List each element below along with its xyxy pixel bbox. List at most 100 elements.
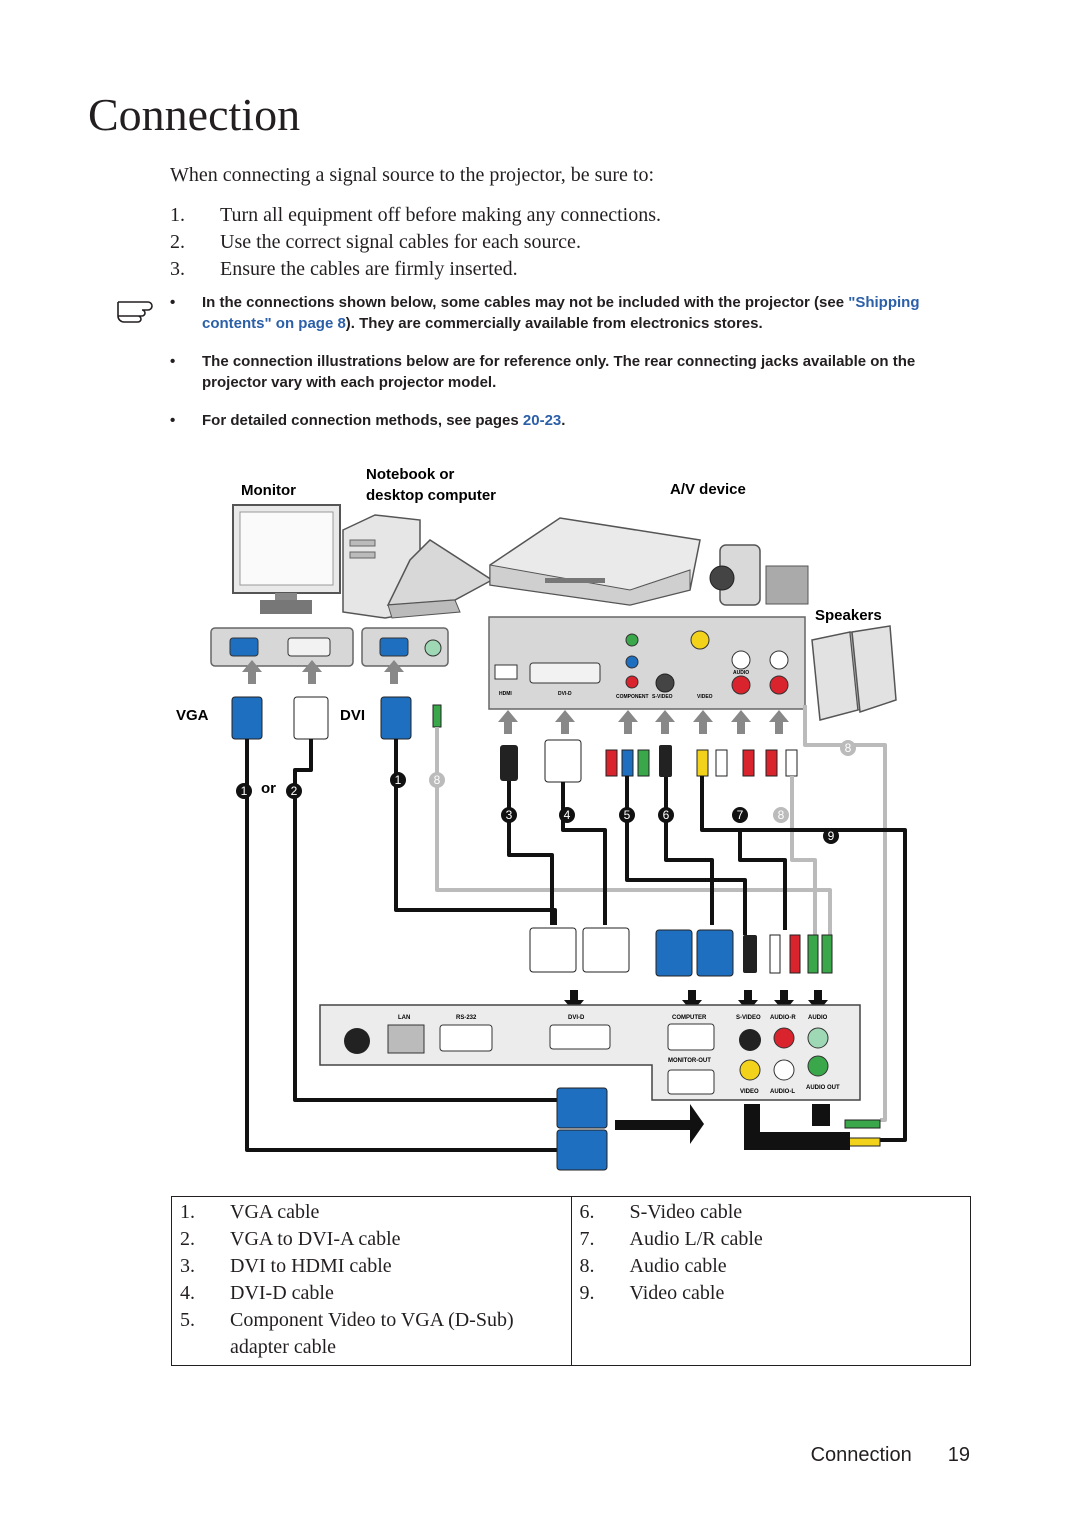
note-item: •The connection illustrations below are … <box>170 353 916 391</box>
cable-number: 6. <box>579 1201 595 1223</box>
proj-video-label: VIDEO <box>740 1089 759 1095</box>
note-text: . <box>561 412 566 429</box>
arrows-up <box>242 660 789 734</box>
top-plugs <box>231 696 798 783</box>
shipping-contents-link[interactable]: "Shipping contents" on page 8 <box>202 294 920 332</box>
cable-item: 9. Video cable <box>580 1280 971 1307</box>
page-number: 19 <box>947 1444 970 1466</box>
computer-illustration <box>342 514 494 619</box>
page-footer: Connection 19 <box>811 1444 970 1467</box>
marker-7: 7 <box>737 808 744 822</box>
step-number: 2. <box>170 231 185 253</box>
cable-item: 3. DVI to HDMI cable <box>180 1253 571 1280</box>
proj-computer-label: COMPUTER <box>672 1015 707 1021</box>
marker-4: 4 <box>564 808 571 822</box>
cable-number: 5. <box>180 1309 195 1331</box>
av-ports-panel: HDMI DVI-D COMPONENT S-VIDEO VIDEO AUDIO <box>488 616 806 710</box>
av-device-label: A/V device <box>670 481 746 498</box>
marker-1: 1 <box>395 773 402 787</box>
note-text: For detailed connection methods, see pag… <box>202 412 523 429</box>
av-port-component-label: COMPONENT <box>616 694 649 700</box>
cable-item: 7. Audio L/R cable <box>580 1226 971 1253</box>
step-text: Turn all equipment off before making any… <box>220 204 662 226</box>
cable-number: 9. <box>579 1282 595 1304</box>
vga-label: VGA <box>176 707 209 724</box>
computer-ports <box>210 627 449 667</box>
notes-list: •In the connections shown below, some ca… <box>170 292 970 448</box>
marker-1: 1 <box>241 784 248 798</box>
cable-name: Audio L/R cable <box>629 1228 763 1250</box>
cable-item: 2. VGA to DVI-A cable <box>180 1226 571 1253</box>
proj-audioout-label: AUDIO OUT <box>806 1085 840 1091</box>
step-number: 1. <box>170 204 185 226</box>
cable-item: 1. VGA cable <box>180 1199 571 1226</box>
speakers-illustration <box>811 625 897 721</box>
step-number: 3. <box>170 258 185 280</box>
intro-text: When connecting a signal source to the p… <box>170 164 655 186</box>
proj-lan-label: LAN <box>398 1015 410 1021</box>
marker-8: 8 <box>434 773 441 787</box>
cable-number: 8. <box>579 1255 595 1277</box>
monitor-illustration <box>232 504 341 614</box>
cable-number: 3. <box>180 1255 195 1277</box>
cable-name: DVI to HDMI cable <box>230 1255 392 1277</box>
step-text: Ensure the cables are firmly inserted. <box>220 258 518 280</box>
cable-name: VGA cable <box>230 1201 320 1223</box>
cable-number: 2. <box>180 1228 195 1250</box>
marker-8: 8 <box>845 741 852 755</box>
cable-legend-table: 1. VGA cable 2. VGA to DVI-A cable 3. DVI t… <box>171 1196 971 1366</box>
step-item: 1. Turn all equipment off before making a… <box>170 204 661 231</box>
proj-audiol-label: AUDIO-L <box>770 1089 795 1095</box>
av-port-dvid-label: DVI-D <box>558 691 572 697</box>
step-item: 2.Use the correct signal cables for each… <box>170 231 661 258</box>
note-text: The connection illustrations below are f… <box>202 353 916 391</box>
cable-legend-left: 1. VGA cable 2. VGA to DVI-A cable 3. DVI t… <box>171 1196 572 1366</box>
speakers-label: Speakers <box>815 607 882 624</box>
proj-monitorout-label: MONITOR-OUT <box>668 1058 711 1064</box>
cable-name: S-Video cable <box>629 1201 743 1223</box>
connection-diagram: Monitor Notebook or desktop computer A/V… <box>176 466 907 1171</box>
av-port-audio-label: AUDIO <box>733 670 749 676</box>
bottom-plugs <box>529 927 881 1171</box>
note-item: •For detailed connection methods, see pa… <box>170 412 566 429</box>
marker-6: 6 <box>663 808 670 822</box>
proj-dvid-label: DVI-D <box>568 1015 585 1021</box>
cable-item: 4. DVI-D cable <box>180 1280 571 1307</box>
cables <box>245 705 907 1152</box>
marker-2: 2 <box>291 784 298 798</box>
page-title: Connection <box>88 89 301 140</box>
steps-list: 1. Turn all equipment off before making a… <box>170 204 661 285</box>
marker-9: 9 <box>828 829 835 843</box>
cable-name: Video cable <box>629 1282 725 1304</box>
cable-number: 1. <box>180 1201 195 1223</box>
cable-name: DVI-D cable <box>230 1282 334 1304</box>
cable-item: 8.Audio cable <box>580 1253 971 1280</box>
cable-number: 4. <box>180 1282 195 1304</box>
proj-svideo-label: S-VIDEO <box>736 1015 761 1021</box>
proj-audior-label: AUDIO-R <box>770 1015 796 1021</box>
cable-number: 7. <box>579 1228 595 1250</box>
note-text: ). They are commercially available from … <box>345 315 763 332</box>
monitor-label: Monitor <box>241 482 296 499</box>
cable-name: VGA to DVI-A cable <box>230 1228 401 1250</box>
desktop-label: desktop computer <box>366 487 496 504</box>
note-item: •In the connections shown below, some ca… <box>170 294 920 332</box>
pages-link[interactable]: 20-23 <box>522 412 562 429</box>
cable-legend-right: 6. S-Video cable 7. Audio L/R cable 8.Audi… <box>570 1196 971 1366</box>
proj-audio-label: AUDIO <box>808 1015 828 1021</box>
marker-5: 5 <box>624 808 631 822</box>
step-item: 3. Ensure the cables are firmly inserted. <box>170 258 661 285</box>
cable-name: Component Video to VGA (D-Sub) adapter c… <box>230 1309 514 1358</box>
footer-section: Connection <box>810 1444 912 1466</box>
dvi-label: DVI <box>340 707 365 724</box>
cable-number-markers: 1 2 1 8 3 4 5 6 7 8 8 9 <box>236 740 856 844</box>
hand-pointer-icon <box>117 301 153 323</box>
notebook-label: Notebook or <box>366 466 454 483</box>
projector-panel: LAN RS-232 DVI-D COMPUTER S-VIDEO AUDIO-… <box>319 1004 861 1101</box>
or-label: or <box>261 780 276 797</box>
note-text: In the connections shown below, some cab… <box>202 294 849 311</box>
arrows-down <box>564 990 850 1150</box>
marker-3: 3 <box>506 808 513 822</box>
proj-rs232-label: RS-232 <box>456 1015 477 1021</box>
av-device-illustration <box>489 517 809 606</box>
